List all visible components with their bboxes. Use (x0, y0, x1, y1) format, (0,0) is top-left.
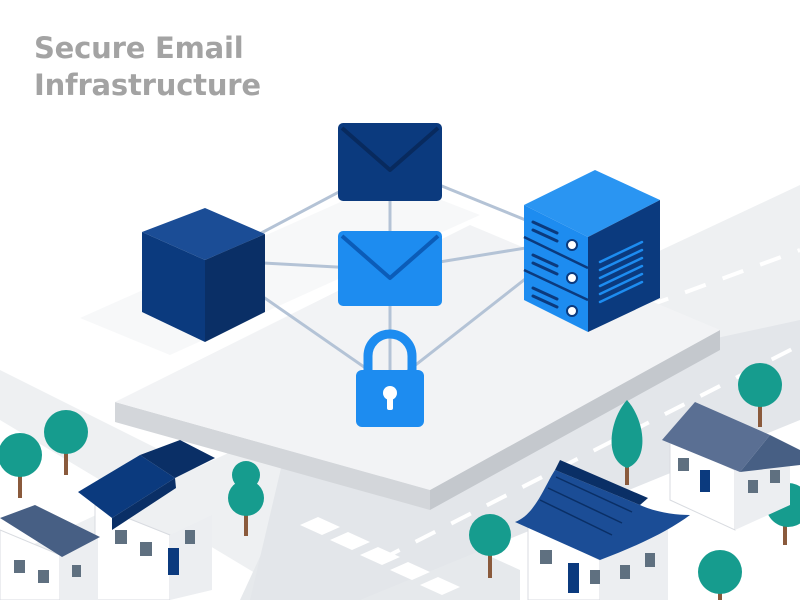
tree-icon (469, 514, 511, 578)
tree-icon (698, 550, 742, 600)
house-icon (0, 505, 100, 600)
house-icon (662, 402, 800, 531)
tree-icon (738, 363, 782, 427)
tree-icon (611, 400, 643, 485)
title-line-2: Infrastructure (34, 68, 261, 102)
email-envelope-icon (338, 123, 442, 201)
server-rack-icon (523, 170, 660, 332)
house-icon (78, 440, 215, 600)
cube-icon (142, 208, 265, 342)
tree-icon (44, 410, 88, 475)
email-envelope-icon (338, 231, 442, 306)
tree-icon (0, 433, 42, 498)
tree-icon (228, 461, 264, 536)
page-title: Secure Email Infrastructure (34, 30, 261, 104)
title-line-1: Secure Email (34, 31, 244, 65)
hanok-house-icon (515, 460, 690, 600)
padlock-icon (356, 329, 424, 427)
